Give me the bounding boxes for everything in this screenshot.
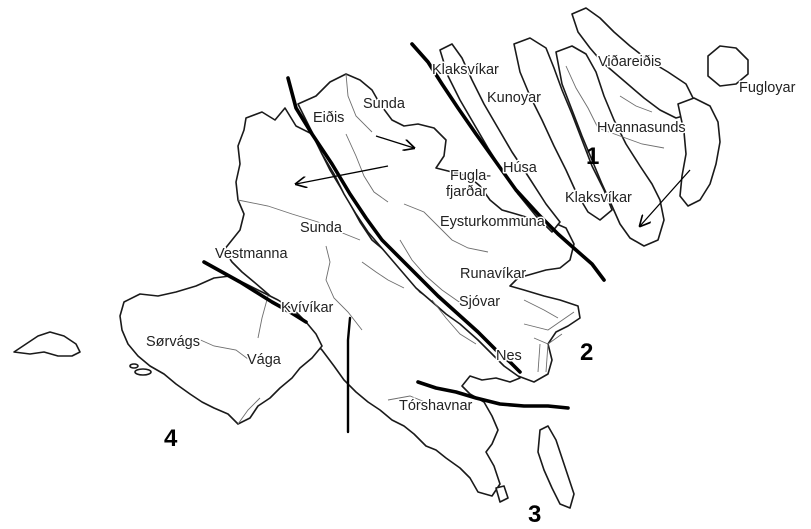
islands — [13, 7, 749, 509]
label-vaga: Vága — [247, 352, 282, 368]
label-kunoyar: Kunoyar — [487, 90, 541, 106]
island-mykines — [13, 331, 81, 357]
label-torshavnar: Tórshavnar — [399, 398, 473, 414]
arrow-klaksvik-south — [640, 169, 691, 226]
municipality-labels: Klaksvíkar Viðareiðis Fugloyar Kunoyar H… — [145, 53, 798, 416]
island-vagar — [119, 275, 323, 425]
label-eidis: Eiðis — [313, 110, 344, 126]
label-vidareidis: Viðareiðis — [598, 54, 661, 70]
label-sunda-north: Sunda — [363, 96, 406, 112]
islet — [129, 363, 139, 369]
label-sunda-south: Sunda — [300, 220, 343, 236]
label-hvannasunds: Hvannasunds — [597, 120, 686, 136]
label-vestmanna: Vestmanna — [215, 246, 288, 262]
label-klaksvikar-north: Klaksvíkar — [432, 62, 499, 78]
label-sjovar: Sjóvar — [459, 294, 500, 310]
constituency-boundaries — [202, 42, 606, 434]
arrows — [296, 135, 691, 226]
island-eysturoy — [297, 73, 581, 383]
island-fugloy — [707, 45, 749, 87]
label-fugloyar: Fugloyar — [739, 80, 796, 96]
label-nes: Nes — [496, 348, 522, 364]
label-eysturkommuna: Eysturkommuna — [440, 214, 546, 230]
region-number-4: 4 — [164, 425, 178, 452]
island-nolsoy — [537, 425, 575, 509]
region-number-1: 1 — [586, 143, 599, 170]
island-bordoy — [555, 45, 665, 247]
arrow-eidi-east — [375, 135, 414, 148]
arrow-eidi-west — [296, 165, 389, 184]
label-runavikar: Runavíkar — [460, 266, 526, 282]
region-number-3: 3 — [528, 501, 541, 528]
islet — [495, 485, 509, 503]
island-svinoy — [677, 97, 721, 207]
label-fugla: Fugla- — [450, 168, 491, 184]
boundary-3 — [416, 380, 570, 410]
region-numbers: 1 2 3 4 — [164, 143, 599, 528]
island-kunoy — [513, 37, 613, 221]
label-fjardar: fjarðar — [446, 184, 487, 200]
boundary-streymoy-eysturoy — [286, 76, 522, 374]
boundary-1 — [410, 42, 606, 282]
municipal-borders — [195, 65, 665, 425]
boundary-west — [346, 316, 352, 434]
label-sorvags: Sørvágs — [146, 334, 200, 350]
label-klaksvikar-south: Klaksvíkar — [565, 190, 632, 206]
region-number-2: 2 — [580, 339, 593, 366]
boundary-vagar — [202, 260, 308, 324]
label-kvivikar: Kvívíkar — [281, 300, 334, 316]
island-kalsoy — [439, 43, 561, 233]
islet — [134, 368, 152, 376]
label-husa: Húsa — [503, 160, 538, 176]
